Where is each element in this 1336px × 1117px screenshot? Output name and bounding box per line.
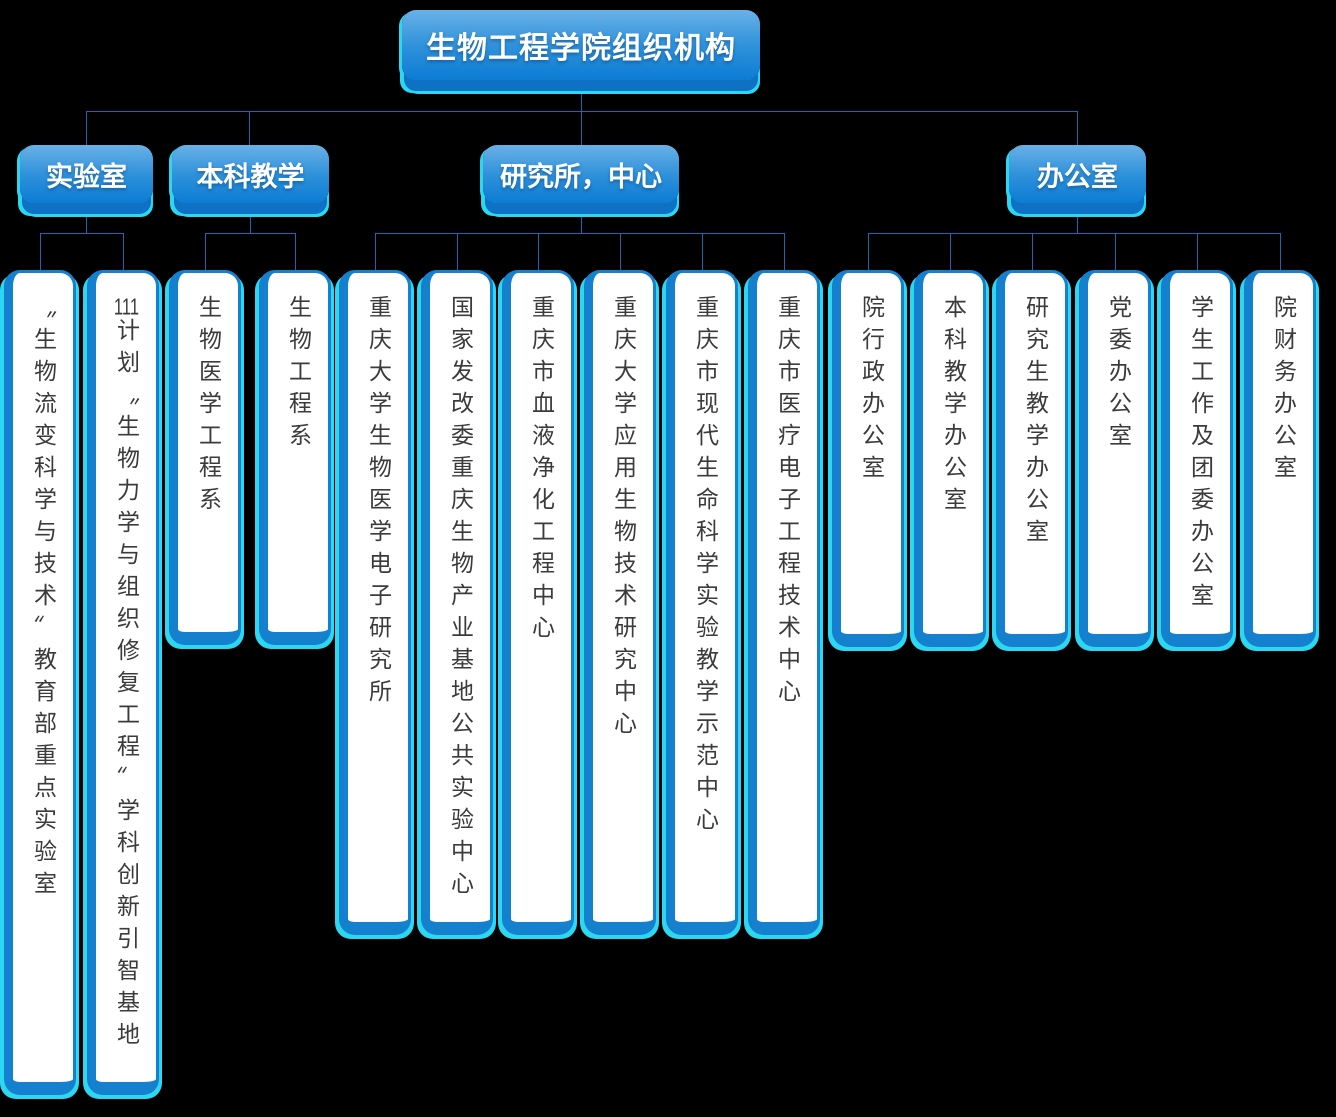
connector-line	[1115, 233, 1116, 270]
group-node-label: 研究所，中心	[500, 161, 662, 192]
org-unit-label: 111计划〝生物力学与组织修复工程〞学科创新引智基地	[113, 273, 140, 1082]
connector-line	[868, 233, 1281, 234]
org-unit-label: 〝生物流变科学与技术〞教育部重点实验室	[30, 295, 57, 903]
group-node-label: 实验室	[46, 161, 127, 192]
connector-line	[375, 233, 376, 270]
org-unit-label-digits: 111	[113, 295, 140, 318]
connector-line	[581, 111, 582, 145]
connector-line	[581, 203, 582, 233]
org-unit-box: 重庆市现代生命科学实验教学示范中心	[666, 270, 738, 935]
connector-line	[868, 233, 869, 270]
connector-line	[457, 233, 458, 270]
org-unit-box: 生物医学工程系	[169, 270, 241, 645]
org-unit-box: 院行政办公室	[832, 270, 904, 647]
connector-line	[1197, 233, 1198, 270]
connector-line	[249, 111, 250, 145]
org-unit-box: 重庆市血液净化工程中心	[502, 270, 574, 935]
org-unit-label: 生物医学工程系	[195, 295, 222, 519]
connector-line	[702, 233, 703, 270]
org-unit-box: 重庆市医疗电子工程技术中心	[748, 270, 820, 935]
connector-line	[1077, 203, 1078, 233]
org-unit-label: 重庆大学生物医学电子研究所	[365, 295, 392, 711]
connector-line	[375, 233, 785, 234]
group-node-label: 办公室	[1037, 161, 1118, 192]
org-unit-label-text: 计划〝生物力学与组织修复工程〞学科创新引智基地	[113, 318, 140, 1054]
connector-line	[86, 203, 87, 233]
root-node-label: 生物工程学院组织机构	[426, 32, 736, 65]
connector-line	[250, 203, 251, 233]
connector-line	[123, 233, 124, 270]
connector-line	[295, 233, 296, 270]
org-unit-box: 党委办公室	[1079, 270, 1151, 647]
group-node-laboratory: 实验室	[20, 145, 153, 203]
connector-line	[40, 233, 124, 234]
org-unit-box: 研究生教学办公室	[996, 270, 1068, 647]
org-unit-label: 重庆大学应用生物技术研究中心	[610, 295, 637, 743]
org-unit-label: 研究生教学办公室	[1022, 295, 1049, 551]
connector-line	[538, 233, 539, 270]
org-unit-label: 国家发改委重庆生物产业基地公共实验中心	[447, 295, 474, 903]
org-unit-box: 111计划〝生物力学与组织修复工程〞学科创新引智基地	[87, 270, 159, 1095]
org-unit-box: 本科教学办公室	[914, 270, 986, 647]
org-unit-box: 国家发改委重庆生物产业基地公共实验中心	[421, 270, 493, 935]
connector-line	[620, 233, 621, 270]
connector-line	[581, 92, 582, 111]
org-unit-label: 学生工作及团委办公室	[1187, 295, 1214, 615]
org-unit-box: 〝生物流变科学与技术〞教育部重点实验室	[4, 270, 76, 1095]
connector-line	[40, 233, 41, 270]
root-node: 生物工程学院组织机构	[402, 10, 760, 80]
connector-line	[86, 111, 1078, 112]
org-unit-box: 重庆大学应用生物技术研究中心	[584, 270, 656, 935]
connector-line	[784, 233, 785, 270]
connector-line	[1280, 233, 1281, 270]
group-node-research-centers: 研究所，中心	[483, 145, 679, 203]
connector-line	[86, 111, 87, 145]
org-unit-label: 本科教学办公室	[940, 295, 967, 519]
org-unit-label: 重庆市血液净化工程中心	[528, 295, 555, 647]
org-unit-label: 生物工程系	[285, 295, 312, 455]
group-node-undergraduate-teaching: 本科教学	[172, 145, 329, 203]
org-unit-label: 重庆市医疗电子工程技术中心	[774, 295, 801, 711]
org-unit-label: 院财务办公室	[1270, 295, 1297, 487]
connector-line	[950, 233, 951, 270]
org-unit-box: 学生工作及团委办公室	[1161, 270, 1233, 647]
org-unit-box: 院财务办公室	[1244, 270, 1316, 647]
org-unit-label: 院行政办公室	[858, 295, 885, 487]
connector-line	[1077, 111, 1078, 145]
org-unit-box: 生物工程系	[259, 270, 331, 645]
group-node-label: 本科教学	[196, 161, 305, 192]
org-unit-label: 重庆市现代生命科学实验教学示范中心	[692, 295, 719, 839]
connector-line	[205, 233, 206, 270]
connector-line	[205, 233, 296, 234]
org-unit-label: 党委办公室	[1105, 295, 1132, 455]
group-node-offices: 办公室	[1009, 145, 1146, 203]
org-unit-box: 重庆大学生物医学电子研究所	[339, 270, 411, 935]
connector-line	[1032, 233, 1033, 270]
